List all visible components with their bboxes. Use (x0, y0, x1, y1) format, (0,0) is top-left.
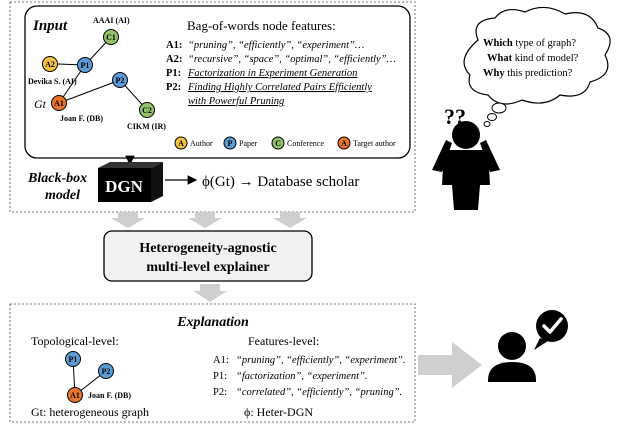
legend-target-author: A Target author (337, 136, 396, 150)
svg-text:What kind of model?: What kind of model? (487, 53, 579, 64)
svg-text:Paper: Paper (239, 139, 258, 148)
svg-text:C: C (275, 139, 281, 148)
exp-feature-text: “pruning”, “efficiently”, “experiment”. (236, 355, 405, 366)
explanation-region (9, 303, 416, 423)
exp-feature-key: P2: (213, 387, 227, 398)
svg-text:A1: A1 (70, 391, 80, 400)
graph-label: Gt (34, 97, 47, 111)
thought-questions: Which type of graph? What kind of model?… (483, 38, 579, 79)
check-icon (542, 317, 563, 334)
footer-left: Gt: heterogeneous graph (31, 405, 149, 419)
svg-text:Target author: Target author (353, 139, 396, 148)
svg-text:P1: P1 (81, 61, 90, 70)
caption-aaai: AAAI (AI) (93, 16, 130, 25)
features-list: A1: “pruning”, “efficiently”, “experimen… (166, 40, 396, 107)
exp-node-a1: A1 (67, 387, 83, 403)
svg-text:C2: C2 (142, 106, 152, 115)
node-p2: P2 (112, 72, 128, 88)
exp-feature-text: “correlated”, “efficiently”, “pruning”. (236, 387, 402, 398)
caption-joan: Joan F. (DB) (60, 114, 103, 123)
feature-text: “recursive”, “space”, “optimal”, “effici… (188, 54, 396, 65)
feature-text: Finding Highly Correlated Pairs Efficien… (187, 82, 372, 93)
features-title: Bag-of-words node features: (187, 18, 336, 33)
explanation-features: A1: “pruning”, “efficiently”, “experimen… (213, 355, 405, 398)
legend-paper: P Paper (223, 136, 258, 150)
svg-text:A: A (178, 139, 184, 148)
caption-cikm: CIKM (IR) (127, 122, 166, 131)
node-a2: A2 (42, 56, 58, 72)
exp-node-p1: P1 (65, 351, 81, 367)
explainer-box (103, 230, 313, 282)
gray-arrow-to-explanation (193, 284, 227, 302)
caption-devika: Devika S. (AI) (28, 77, 77, 86)
feature-text: Factorization in Experiment Generation (187, 68, 357, 79)
exp-caption-joan: Joan F. (DB) (88, 391, 131, 400)
svg-text:A1: A1 (54, 99, 64, 108)
model-output: ϕ(Gt) → Database scholar (202, 174, 359, 190)
svg-text:C1: C1 (106, 33, 116, 42)
model-label-line1: Black-box (27, 171, 87, 186)
node-c2: C2 (139, 102, 155, 118)
explainer-line1: Heterogeneity-agnostic (139, 241, 276, 256)
satisfied-person-icon (488, 310, 568, 382)
svg-text:A2: A2 (45, 60, 55, 69)
confused-person-icon (432, 121, 500, 210)
question-marks: ?? (444, 104, 466, 129)
legend-author: A Author (174, 136, 213, 150)
exp-node-p2: P2 (98, 363, 114, 379)
svg-text:P2: P2 (116, 76, 125, 85)
footer-right: ϕ: Heter-DGN (244, 405, 313, 419)
feature-key: P1: (166, 68, 181, 79)
input-box (24, 5, 411, 159)
node-c1: C1 (103, 29, 119, 45)
dgn-black-box: DGN (98, 162, 163, 202)
node-p1: P1 (77, 57, 93, 73)
svg-text:Author: Author (190, 139, 213, 148)
exp-feature-key: P1: (213, 371, 227, 382)
svg-text:Conference: Conference (287, 139, 324, 148)
explainer-line2: multi-level explainer (146, 260, 269, 275)
feature-key: A1: (166, 40, 182, 51)
feature-text: “pruning”, “efficiently”, “experiment”… (188, 40, 364, 51)
svg-text:P2: P2 (102, 367, 111, 376)
feature-key: P2: (166, 82, 181, 93)
svg-text:P: P (228, 139, 233, 148)
legend-conference: C Conference (271, 136, 324, 150)
legend: A Author P Paper C Conference A Target a… (174, 136, 396, 150)
gray-arrow-to-user (418, 342, 482, 388)
exp-feature-text: “factorization”, “experiment”. (236, 371, 368, 382)
svg-text:P1: P1 (69, 355, 78, 364)
thought-cloud (463, 6, 611, 127)
node-a1: A1 (51, 95, 67, 111)
topo-title: Topological-level: (31, 334, 119, 348)
dgn-label: DGN (105, 177, 144, 196)
feature-key: A2: (166, 54, 182, 65)
explanation-title: Explanation (176, 315, 249, 330)
gray-arrows-to-explainer (111, 212, 307, 228)
input-title: Input (32, 18, 68, 34)
svg-text:Why this prediction?: Why this prediction? (483, 68, 573, 79)
feature-text: with Powerful Pruning (188, 96, 284, 107)
svg-text:A: A (341, 139, 347, 148)
model-label-line2: model (45, 188, 80, 203)
exp-feature-key: A1: (213, 355, 229, 366)
feat-title: Features-level: (248, 334, 319, 348)
svg-text:Which type of graph?: Which type of graph? (483, 38, 576, 49)
